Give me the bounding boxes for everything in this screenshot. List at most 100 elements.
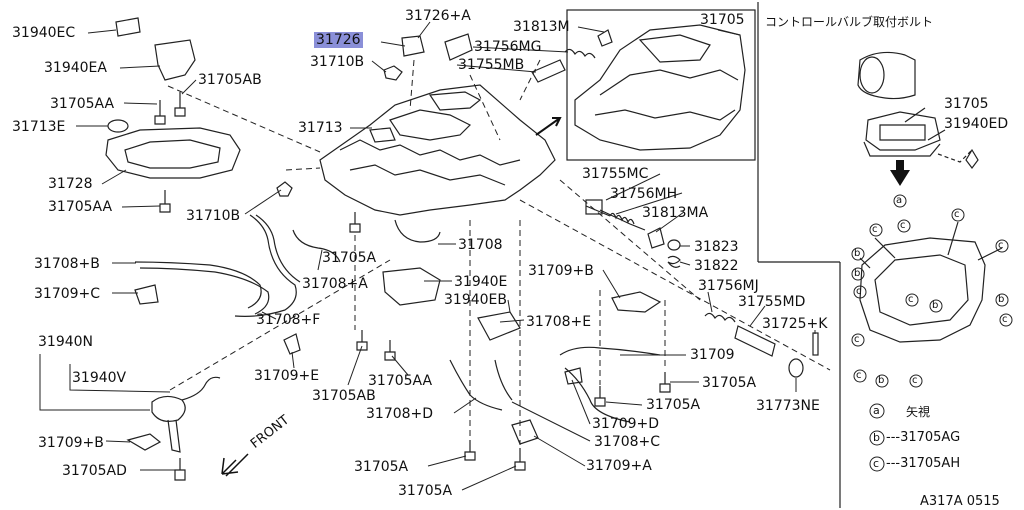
part-label-31705ad[interactable]: 31705AD [62, 463, 127, 479]
pipe-31708b [134, 261, 262, 309]
guide-12 [519, 59, 541, 101]
part-31726 [444, 33, 473, 61]
part-label-31756mg[interactable]: 31756MG [474, 39, 542, 55]
bolt-31705ad [174, 458, 186, 481]
inset-housing [857, 51, 916, 100]
part-label-31708c[interactable]: 31708+C [594, 434, 661, 450]
arrow-to-control-valve [535, 117, 562, 136]
inset-part-31940ed[interactable]: 31940ED [944, 116, 1009, 132]
inset-marker-leader-2 [947, 221, 959, 256]
part-label-31823[interactable]: 31823 [694, 239, 739, 255]
front-arrow-shaft [225, 453, 249, 477]
part-label-31755mb[interactable]: 31755MB [458, 57, 525, 73]
part-label-31713[interactable]: 31713 [298, 120, 343, 136]
part-label-31726-highlighted[interactable]: 31726 [314, 32, 363, 48]
part-label-31813m[interactable]: 31813M [513, 19, 570, 35]
valve-body-detail-4 [369, 127, 396, 143]
part-label-31773ne[interactable]: 31773NE [756, 398, 820, 414]
part-label-31705[interactable]: 31705 [700, 12, 745, 28]
bracket-31709a [511, 419, 539, 445]
part-label-31713e[interactable]: 31713E [12, 119, 66, 135]
part-label-31940e[interactable]: 31940E [454, 274, 508, 290]
part-label-31708e[interactable]: 31708+E [526, 314, 592, 330]
part-label-31709[interactable]: 31709 [690, 347, 735, 363]
part-label-31709e[interactable]: 31709+E [254, 368, 320, 384]
part-label-31705aa[interactable]: 31705AA [50, 96, 115, 112]
inset-housing-end [859, 56, 885, 94]
bracket-31709e [283, 333, 301, 355]
part-label-31940ec[interactable]: 31940EC [12, 25, 76, 41]
part-label-31705a-bottom-1[interactable]: 31705A [354, 459, 409, 475]
inset-dashed [937, 149, 973, 163]
leader-31756mj [707, 291, 713, 313]
part-label-31710b-top[interactable]: 31710B [310, 54, 365, 70]
bolt-31705aa [154, 100, 166, 125]
part-label-31709b[interactable]: 31709+B [528, 263, 594, 279]
inset-valve-detail [879, 124, 926, 141]
pipe-31708a [292, 229, 341, 263]
leader-31813ma [655, 211, 685, 233]
o-ring-31713e [107, 119, 129, 133]
guide-2 [167, 85, 321, 153]
part-label-31705ab-mid[interactable]: 31705AB [312, 388, 376, 404]
part-label-31705aa-mid[interactable]: 31705AA [368, 373, 433, 389]
bracket-31940ea [154, 39, 196, 81]
part-label-31940v[interactable]: 31940V [72, 370, 127, 386]
part-label-31756mh[interactable]: 31756MH [610, 186, 678, 202]
part-label-31940n[interactable]: 31940N [38, 334, 94, 350]
legend-c-text: ---31705AH [886, 456, 961, 471]
marker-c-circle-1 [869, 223, 883, 237]
diagram-code: A317A 0515 [920, 494, 1000, 509]
part-label-31728[interactable]: 31728 [48, 176, 93, 192]
plug-31755md [734, 325, 776, 357]
pin-31725k [812, 332, 819, 356]
leader-31705aa [123, 102, 158, 105]
part-label-31709b-bottom[interactable]: 31709+B [38, 435, 104, 451]
part-label-31756mj[interactable]: 31756MJ [698, 278, 759, 294]
leader-31709b-bot [105, 440, 131, 443]
marker-b-letter-3: b [932, 300, 939, 311]
marker-b-letter-5: b [878, 375, 885, 386]
marker-c-letter-10: c [912, 375, 918, 386]
part-label-31755mc[interactable]: 31755MC [582, 166, 649, 182]
legend-b-circle [869, 430, 885, 446]
part-label-31725k[interactable]: 31725+K [762, 316, 828, 332]
legend-b-text: ---31705AG [886, 430, 961, 445]
inset-part-31705[interactable]: 31705 [944, 96, 989, 112]
part-label-31709a[interactable]: 31709+A [586, 458, 652, 474]
part-label-31709c[interactable]: 31709+C [34, 286, 101, 302]
part-label-31705a-bottom-2[interactable]: 31705A [398, 483, 453, 499]
guide-1 [285, 167, 321, 171]
marker-b-circle-1 [851, 247, 865, 261]
part-label-31940eb[interactable]: 31940EB [444, 292, 507, 308]
pipe-31708f [234, 214, 297, 317]
part-label-31708f[interactable]: 31708+F [256, 312, 321, 328]
inset-leader-31705 [904, 107, 926, 123]
clip-31813m [597, 29, 613, 47]
part-label-31705a-r2[interactable]: 31705A [646, 397, 701, 413]
marker-a-circle [893, 194, 907, 208]
marker-c-circle-8 [851, 333, 865, 347]
part-label-31710b[interactable]: 31710B [186, 208, 241, 224]
leader-31705ab-mid [347, 345, 363, 386]
part-label-31708[interactable]: 31708 [458, 237, 503, 253]
marker-c-letter-4: c [998, 240, 1004, 251]
part-label-31822[interactable]: 31822 [694, 258, 739, 274]
part-label-31940ea[interactable]: 31940EA [44, 60, 107, 76]
clip-31940ec [115, 17, 141, 37]
part-label-31705aa-2[interactable]: 31705AA [48, 199, 113, 215]
part-label-31726a[interactable]: 31726+A [405, 8, 471, 24]
bolt-31705a-bottom-2 [514, 448, 526, 471]
part-label-31755md[interactable]: 31755MD [738, 294, 806, 310]
part-label-31813ma[interactable]: 31813MA [642, 205, 709, 221]
part-label-31705a-r1[interactable]: 31705A [702, 375, 757, 391]
part-label-31708b[interactable]: 31708+B [34, 256, 100, 272]
inset-bolt [965, 148, 979, 169]
marker-b-letter-4: b [998, 294, 1005, 305]
part-label-31705a-mid[interactable]: 31705A [322, 250, 377, 266]
part-label-31709d[interactable]: 31709+D [592, 416, 660, 432]
part-label-31708d[interactable]: 31708+D [366, 406, 434, 422]
part-label-31705ab[interactable]: 31705AB [198, 72, 262, 88]
part-label-31708a[interactable]: 31708+A [302, 276, 368, 292]
